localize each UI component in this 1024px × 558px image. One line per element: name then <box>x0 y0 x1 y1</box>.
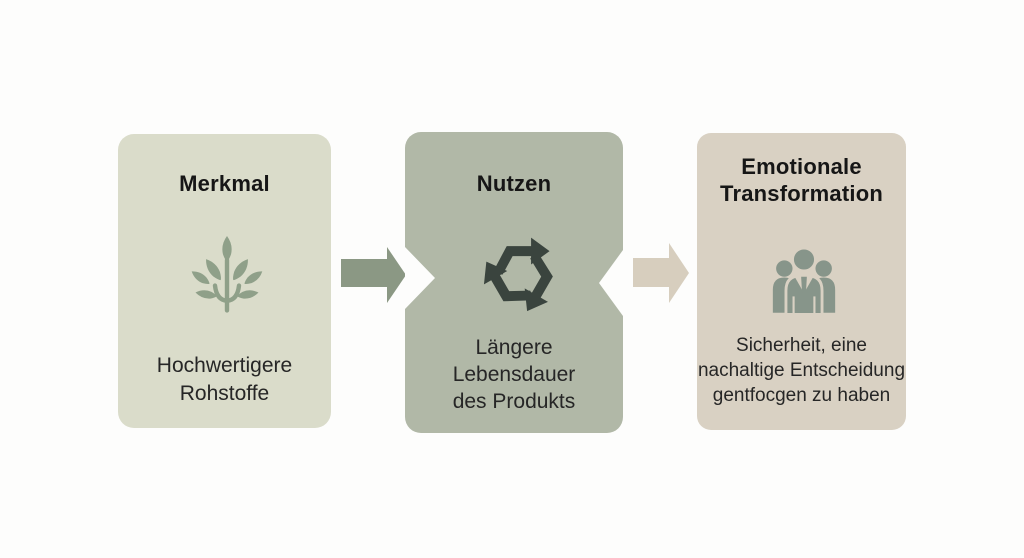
recycle-icon <box>479 236 563 320</box>
body-line: Rohstoffe <box>179 382 270 405</box>
card-nutzen-title: Nutzen <box>476 171 552 196</box>
title-line: Transformation <box>720 181 883 206</box>
arrow-shaft <box>341 259 387 287</box>
body-line: Längere <box>475 336 553 359</box>
people-icon <box>763 236 845 324</box>
card-merkmal: Merkmal <box>118 134 331 428</box>
title-line: Emotionale <box>741 154 862 179</box>
card-nutzen: Nutzen Längere Lebensdauer des Produkts <box>405 132 623 433</box>
body-line: Sicherheit, eine <box>736 335 867 356</box>
arrow-shaft <box>633 258 669 287</box>
card-merkmal-body: Hochwertigere Rohstoffe <box>118 352 331 408</box>
card-emotion-body: Sicherheit, eine nachaltige Entscheidung… <box>697 333 906 408</box>
card-emotion-title: Emotionale Transformation <box>697 153 906 207</box>
body-line: Lebensdauer <box>452 363 576 386</box>
plant-icon <box>187 232 267 320</box>
card-emotionale-transformation: Emotionale Transformation Sicherheit, <box>697 133 906 430</box>
body-line: Hochwertigere <box>156 354 293 377</box>
body-line: des Produkts <box>452 390 576 413</box>
arrow-head-icon <box>669 243 689 303</box>
card-merkmal-title: Merkmal <box>179 171 270 196</box>
card-nutzen-body: Längere Lebensdauer des Produkts <box>405 334 623 415</box>
arrow-head-icon <box>387 247 406 303</box>
body-line: gentfocgen zu haben <box>712 385 891 406</box>
body-line: nachaltige Entscheidung <box>697 360 906 381</box>
